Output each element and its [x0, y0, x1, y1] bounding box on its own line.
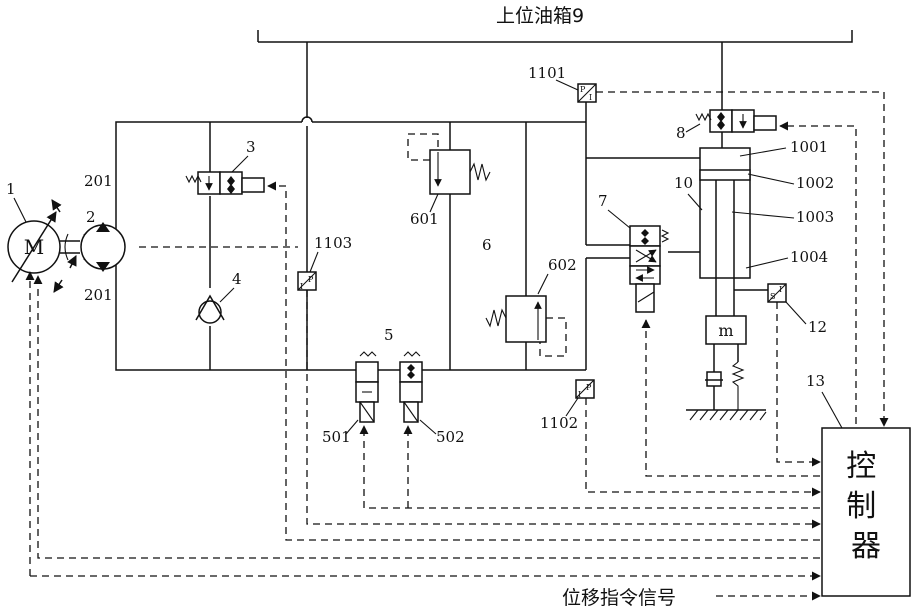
relief-valve-602: 602 [486, 256, 577, 356]
label-6: 6 [482, 236, 492, 254]
controller-13: 控 制 器 13 [806, 372, 910, 596]
electric-motor: M 1 [6, 180, 60, 282]
sensor-1101-p: P [580, 85, 586, 94]
tank-label: 上位油箱9 [496, 5, 584, 27]
valve-8: 8 [676, 110, 776, 142]
label-1101: 1101 [528, 64, 566, 82]
label-7: 7 [598, 192, 608, 210]
sensor-1102-p: P [586, 383, 592, 392]
label-501: 501 [322, 428, 351, 446]
controller-char-2: 制 [846, 489, 876, 524]
label-10: 10 [674, 174, 693, 192]
label-1103: 1103 [314, 234, 352, 252]
controller-char-1: 控 [846, 449, 876, 484]
label-602: 602 [548, 256, 577, 274]
hydraulic-pump: 201 201 [52, 172, 125, 304]
sensor-1101-i: I [589, 93, 592, 102]
label-2: 2 [86, 208, 96, 226]
label-1003: 1003 [796, 208, 834, 226]
controller-label: 控 制 器 [846, 449, 886, 564]
mass-symbol: m [718, 321, 733, 340]
label-201-bottom: 201 [84, 286, 113, 304]
label-1004: 1004 [790, 248, 828, 266]
command-label: 位移指令信号 [562, 587, 676, 609]
valve-7: 7 [598, 192, 668, 312]
check-valve-4: 4 [196, 270, 242, 323]
pressure-sensor-1103: P I 1103 [298, 234, 352, 291]
pressure-sensor-1101: P I 1101 [528, 64, 596, 102]
upper-tank: 上位油箱9 [258, 5, 852, 42]
label-4: 4 [232, 270, 242, 288]
label-1: 1 [6, 180, 16, 198]
valve-3: 3 [186, 138, 264, 194]
sensor-12-i: I [779, 285, 782, 294]
label-502: 502 [436, 428, 465, 446]
label-1102: 1102 [540, 414, 578, 432]
label-1001: 1001 [790, 138, 828, 156]
relief-valve-601: 601 [408, 134, 490, 228]
load-mass: m [686, 316, 766, 420]
label-12: 12 [808, 318, 827, 336]
hydraulic-cylinder-10: 10 1001 1002 1003 1004 [674, 138, 834, 318]
controller-char-3: 器 [851, 529, 881, 564]
label-601: 601 [410, 210, 439, 228]
valve-501: 501 [322, 352, 378, 446]
valve-502: 502 [400, 352, 465, 446]
label-201-top: 201 [84, 172, 113, 190]
hydraulic-lines [106, 42, 722, 370]
sensor-1103-i: I [300, 282, 303, 291]
sensor-1102-i: I [578, 390, 581, 399]
label-1002: 1002 [796, 174, 834, 192]
label-5: 5 [384, 326, 394, 344]
sensor-12-s: S [770, 292, 775, 301]
valve-group-5: 5 501 502 [322, 326, 465, 446]
sensor-1103-p: P [308, 275, 314, 284]
label-8: 8 [676, 124, 686, 142]
label-13: 13 [806, 372, 825, 390]
label-3: 3 [246, 138, 256, 156]
